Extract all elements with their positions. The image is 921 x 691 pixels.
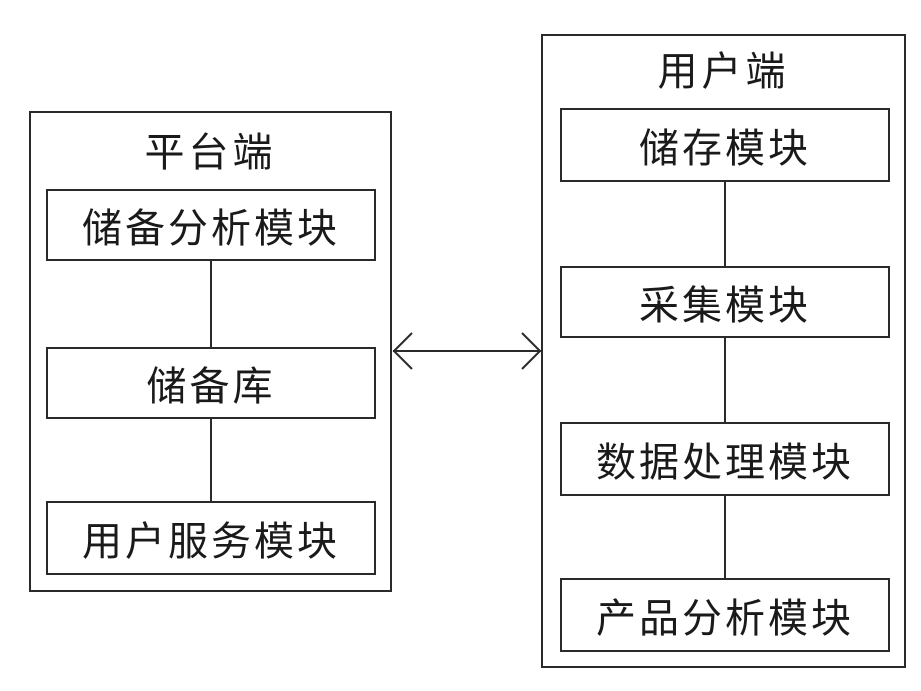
storage-module: 储存模块: [560, 108, 890, 182]
user-title: 用户端: [543, 48, 904, 96]
connector-line: [724, 338, 726, 422]
connector-line: [724, 182, 726, 266]
product-analysis-module: 产品分析模块: [560, 578, 890, 652]
collection-module: 采集模块: [560, 266, 890, 338]
connector-line: [724, 496, 726, 578]
data-processing-module: 数据处理模块: [560, 422, 890, 496]
